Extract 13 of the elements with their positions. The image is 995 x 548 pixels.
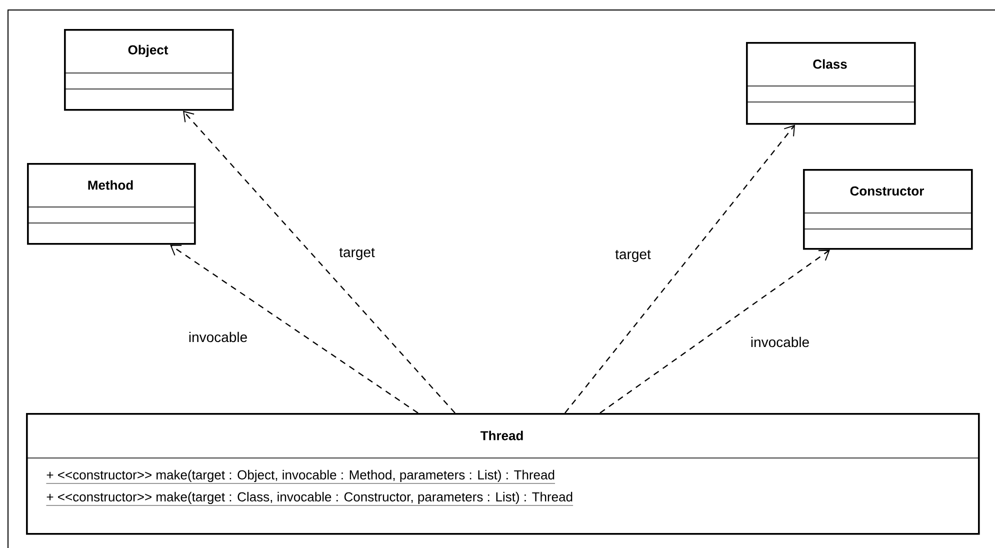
class-box: Method <box>26 163 196 245</box>
dependency-arrow <box>183 110 456 414</box>
dependency-arrow <box>170 244 418 414</box>
edge-label: target <box>613 248 653 264</box>
class-box: Object <box>64 29 234 111</box>
edge-label: target <box>337 246 377 262</box>
edge-label: invocable <box>748 334 812 350</box>
dependency-arrow <box>564 124 795 414</box>
class-box: Constructor <box>802 169 973 250</box>
class-box: Class <box>746 42 916 125</box>
class-box: Thread + <<constructor>> make(target : Object, invocable : Method, parameters : List) : Thread + <<constructor>> make(target : Class, invocable : Constructor, parameters : List) : Thread <box>26 413 980 535</box>
edge-label: invocable <box>186 330 250 344</box>
dependency-arrow <box>600 250 830 414</box>
